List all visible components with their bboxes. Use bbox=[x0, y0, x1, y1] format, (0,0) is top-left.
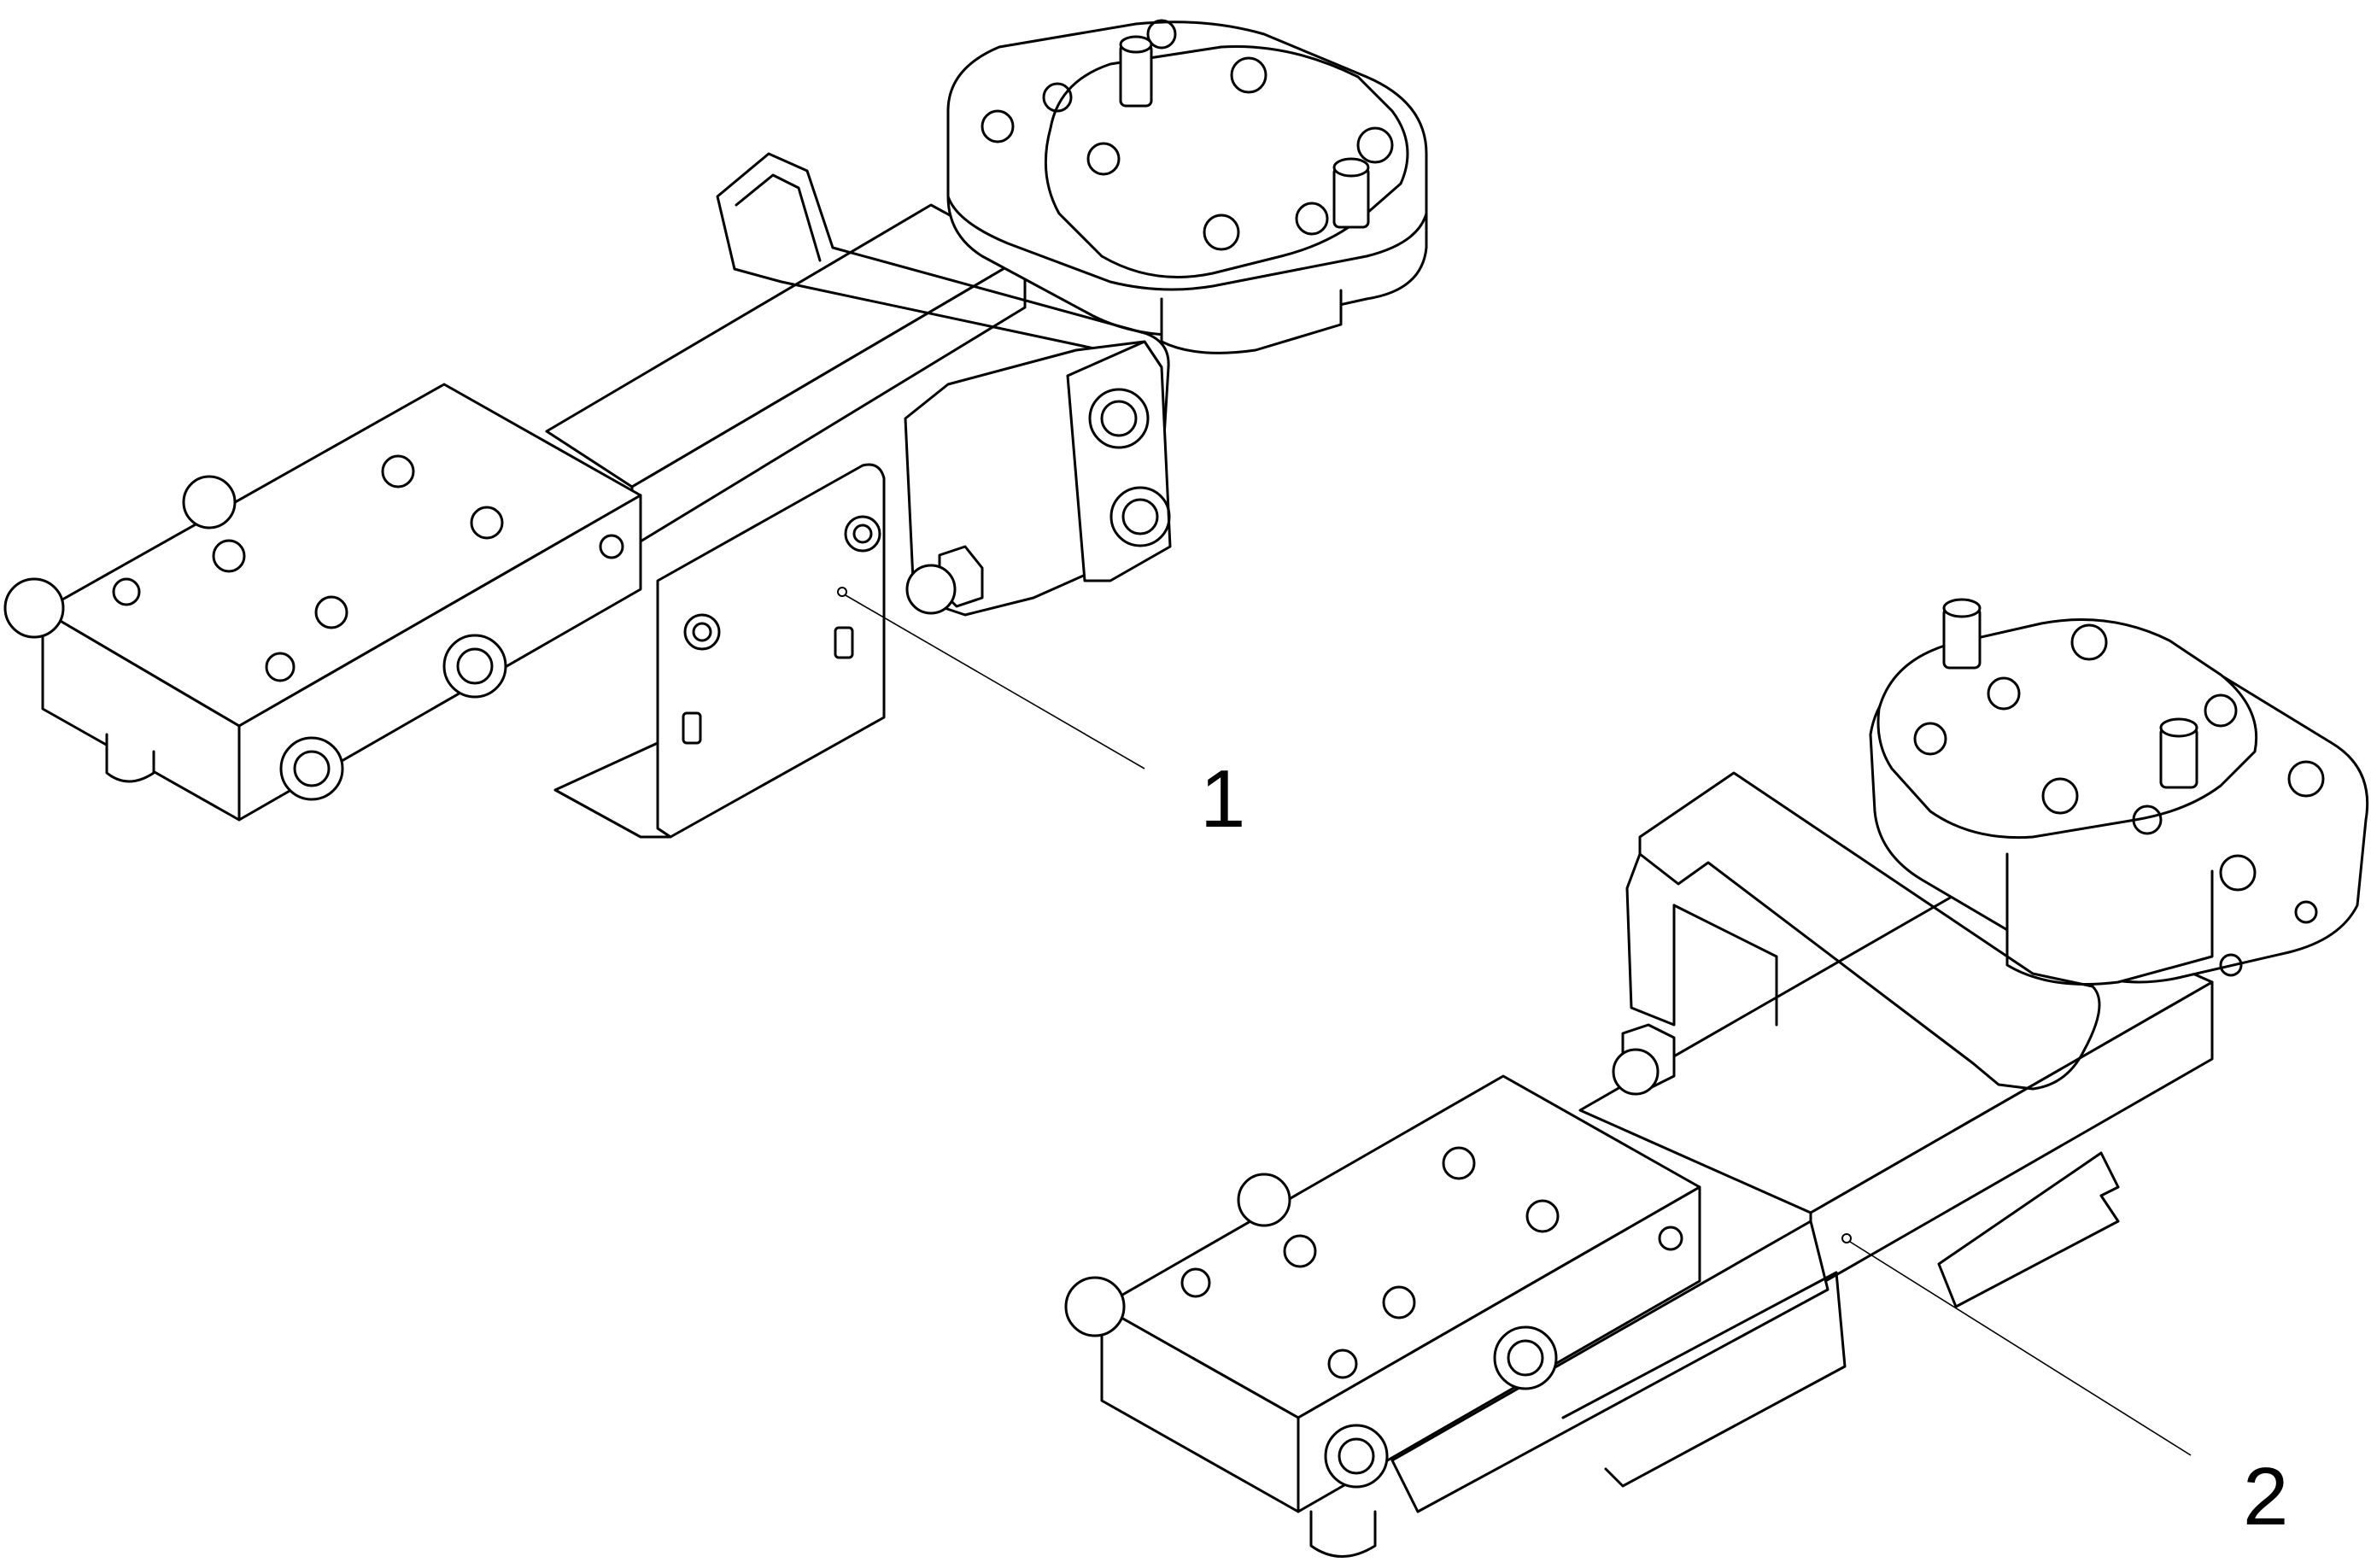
assembly-2-bottom-strap bbox=[1937, 1151, 2120, 1308]
assembly-1-bracket-plate bbox=[553, 463, 886, 839]
assembly-2-mounting-block bbox=[1064, 1074, 1701, 1558]
callout-1: 1 bbox=[837, 587, 1245, 845]
callout-2: 2 bbox=[1841, 1233, 2288, 1542]
assembly-1-rotary-head bbox=[946, 19, 1428, 354]
assembly-2-hex-nut bbox=[1612, 1023, 1676, 1096]
assembly-1-mounting-block bbox=[3, 383, 642, 822]
assembly-1: 1 bbox=[3, 19, 1428, 845]
assembly-2-handle-strap bbox=[1625, 771, 2101, 1091]
assembly-2: 2 bbox=[1064, 598, 2369, 1558]
assembly-1-clamp-block bbox=[904, 340, 1172, 617]
assembly-2-rotary-head bbox=[1869, 598, 2369, 986]
callout-2-label: 2 bbox=[2243, 1451, 2288, 1542]
callout-1-label: 1 bbox=[1200, 753, 1245, 845]
